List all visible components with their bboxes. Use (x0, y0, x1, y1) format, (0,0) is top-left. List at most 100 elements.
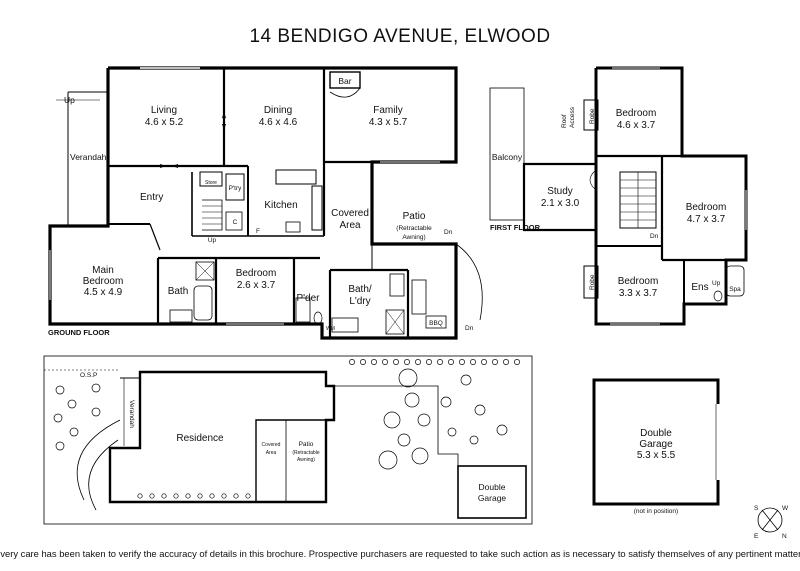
bath-laundry-line2: L'dry (349, 296, 370, 307)
balcony-label: Balcony (492, 152, 523, 162)
tree-icon (474, 404, 486, 416)
bath-label: Bath (168, 286, 189, 297)
hedge-shrub-icon (382, 359, 388, 365)
tree-icon (69, 427, 79, 437)
tree-icon (378, 450, 398, 470)
tree-icon (91, 383, 101, 393)
study-dims: 2.1 x 3.0 (541, 198, 580, 209)
fridge-label: F (256, 228, 260, 235)
ensuite-label: Ens (691, 282, 708, 293)
kitchen-label: Kitchen (264, 200, 297, 211)
bath-laundry-line1: Bath/ (348, 284, 372, 295)
spa-label: Spa (729, 286, 741, 293)
entry-label: Entry (140, 192, 163, 203)
dining-room-name: Dining (264, 105, 292, 116)
hedge-shrub-icon (371, 359, 377, 365)
roof-access-line2: Access (569, 106, 576, 128)
ground-floor-label: GROUND FLOOR (48, 328, 110, 337)
family-room-name: Family (373, 105, 402, 116)
tree-icon (440, 396, 452, 408)
robe-label-upper: Robe (589, 108, 596, 124)
main-bedroom-dims: 4.5 x 4.9 (84, 287, 123, 298)
tree-icon (55, 441, 65, 451)
site-trees (53, 359, 520, 499)
garage-line1: Double (640, 428, 672, 439)
property-title: 14 BENDIGO AVENUE, ELWOOD (249, 26, 550, 47)
patio-name: Patio (403, 211, 426, 222)
site-verandah-label: Verandah (128, 400, 135, 428)
hedge-shrub-icon (185, 493, 191, 499)
hedge-shrub-icon (514, 359, 520, 365)
patio-line3: Awning) (402, 234, 425, 241)
ground-floor-plan (48, 66, 483, 340)
site-garage-line1: Double (479, 482, 506, 492)
roof-access-line1: Roof (561, 114, 568, 128)
hedge-shrub-icon (448, 359, 454, 365)
tree-icon (53, 413, 63, 423)
bedroom-2-dims: 4.7 x 3.7 (687, 214, 726, 225)
hedge-shrub-icon (426, 359, 432, 365)
hedge-shrub-icon (393, 359, 399, 365)
tree-icon (404, 392, 420, 408)
covered-area-line1: Covered (331, 208, 369, 219)
bar-label: Bar (338, 76, 351, 86)
verandah-label: Verandah (70, 152, 107, 162)
hedge-shrub-icon (173, 493, 179, 499)
robe-label-lower: Robe (589, 274, 596, 290)
bbq-label: BBQ (429, 320, 443, 327)
bedroom-1-dims: 4.6 x 3.7 (617, 120, 656, 131)
site-patio-line3: Awning) (297, 457, 315, 463)
hedge-shrub-icon (161, 493, 167, 499)
bedroom-3-name: Bedroom (618, 276, 659, 287)
residence-label: Residence (176, 433, 224, 444)
bedroom-name: Bedroom (236, 268, 277, 279)
pantry-label: P'try (229, 185, 243, 192)
tree-icon (397, 433, 411, 447)
tree-icon (417, 413, 431, 427)
tree-icon (398, 368, 418, 388)
compass-rose: S W E N (754, 505, 789, 540)
site-labels: O.S.P Verandah Residence Covered Area Pa… (80, 372, 506, 503)
first-floor-label: FIRST FLOOR (490, 223, 541, 232)
compass-w: W (782, 505, 789, 512)
hedge-shrub-icon (209, 493, 215, 499)
cupboard-label: C (233, 219, 238, 226)
disclaimer-text: Every care has been taken to verify the … (0, 548, 800, 559)
site-patio-line2: (Retractable (292, 450, 319, 456)
store-label: Store (205, 180, 217, 186)
family-room-dims: 4.3 x 5.7 (369, 117, 408, 128)
hedge-shrub-icon (437, 359, 443, 365)
hedge-shrub-icon (221, 493, 227, 499)
hedge-shrub-icon (459, 359, 465, 365)
compass-s: S (754, 505, 759, 512)
hedge-shrub-icon (245, 493, 251, 499)
garage-plan (592, 378, 720, 506)
tree-icon (496, 424, 508, 436)
hedge-shrub-icon (360, 359, 366, 365)
hedge-shrub-icon (349, 359, 355, 365)
compass-n: N (782, 533, 787, 540)
site-covered-line2: Area (266, 450, 277, 456)
garage-labels: Double Garage 5.3 x 5.5 (not in position… (634, 428, 678, 515)
tree-icon (469, 435, 479, 445)
garage-note: (not in position) (634, 508, 678, 515)
washing-machine-label: WM (326, 326, 335, 332)
hedge-shrub-icon (415, 359, 421, 365)
main-bedroom-name2: Bedroom (83, 276, 124, 287)
bedroom-2-name: Bedroom (686, 202, 727, 213)
first-floor-plan (489, 66, 748, 326)
garage-line2: Garage (639, 439, 673, 450)
hedge-shrub-icon (233, 493, 239, 499)
living-room-name: Living (151, 105, 177, 116)
ground-floor-labels: Up Living 4.6 x 5.2 Dining 4.6 x 4.6 Fam… (48, 76, 474, 337)
hedge-shrub-icon (503, 359, 509, 365)
bedroom-3-dims: 3.3 x 3.7 (619, 288, 658, 299)
tree-icon (55, 385, 65, 395)
tree-icon (460, 374, 472, 386)
first-stair-dn-label: Dn (650, 233, 659, 240)
hedge-shrub-icon (137, 493, 143, 499)
bbq-box (425, 315, 447, 329)
living-room-dims: 4.6 x 5.2 (145, 117, 184, 128)
